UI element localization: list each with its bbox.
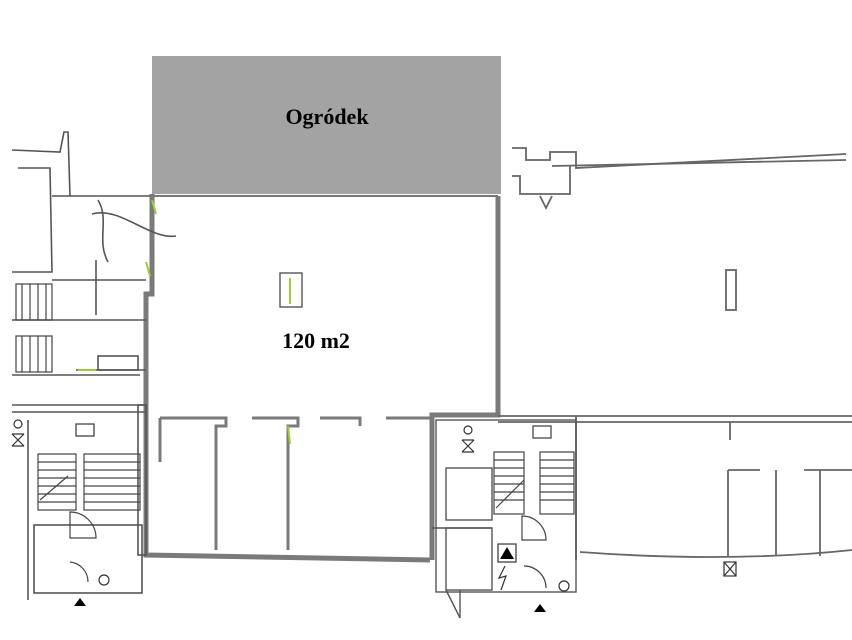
- stair-icon: [15, 283, 141, 511]
- hydrant-icon: [558, 580, 570, 592]
- door-arc-icon: [69, 511, 97, 583]
- unit-120-outline: [143, 194, 501, 563]
- entrance-arrow-icon: [74, 598, 86, 606]
- left-building: [11, 131, 177, 600]
- right-building: [498, 147, 852, 560]
- right-stairwell: [432, 419, 577, 619]
- wall-highlights: [78, 199, 291, 445]
- valve-icon: [461, 425, 737, 577]
- fire-hose-icon: [75, 423, 95, 437]
- hydrant-icon: [98, 574, 110, 586]
- area-label: 120 m2: [282, 328, 350, 353]
- entrance-arrow-icon: [534, 604, 546, 612]
- stair-icon: [493, 451, 575, 515]
- garden-area: [152, 56, 501, 194]
- unit-partitions: [158, 416, 432, 550]
- valve-icon: [11, 419, 25, 447]
- door-arc-icon: [521, 515, 547, 589]
- warning-icon: [497, 543, 517, 591]
- garden-label: Ogródek: [285, 104, 369, 129]
